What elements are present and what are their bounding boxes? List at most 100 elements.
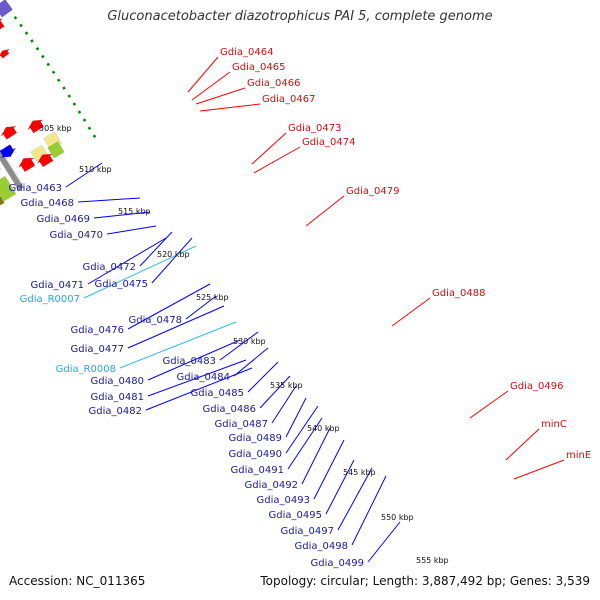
gene-label[interactable]: Gdia_0472 (83, 262, 136, 273)
gene-label[interactable]: Gdia_0484 (177, 372, 230, 383)
gene-label[interactable]: Gdia_0468 (21, 198, 74, 209)
leader-line (337, 467, 373, 531)
leader-line (285, 405, 319, 454)
gene-features (0, 0, 65, 206)
gene-label[interactable]: Gdia_0479 (346, 186, 399, 197)
gene-label[interactable]: Gdia_0471 (31, 280, 84, 291)
leader-line (301, 427, 331, 485)
gene-label[interactable]: Gdia_0464 (220, 47, 273, 58)
gene-label[interactable]: minE (566, 450, 591, 461)
kbp-tick-label: 520 kbp (157, 250, 190, 259)
leader-line (77, 197, 141, 203)
gene-label[interactable]: Gdia_0497 (281, 526, 334, 537)
leader-line (127, 283, 211, 330)
rna-gene-label[interactable]: Gdia_R0008 (56, 364, 116, 375)
gene-feature (0, 126, 18, 140)
kbp-tick-label: 550 kbp (381, 513, 414, 522)
leader-line (106, 225, 157, 235)
gene-label[interactable]: Gdia_0480 (91, 376, 144, 387)
kbp-tick-label: 515 kbp (118, 207, 151, 216)
leader-line (127, 305, 225, 349)
gene-feature (0, 49, 10, 59)
gene-label[interactable]: Gdia_0476 (71, 325, 124, 336)
gene-feature (0, 195, 5, 206)
gene-labels: Gdia_0464Gdia_0465Gdia_0466Gdia_0467Gdia… (9, 47, 592, 569)
gene-label[interactable]: Gdia_0487 (215, 419, 268, 430)
leader-line (271, 385, 297, 424)
gene-label[interactable]: Gdia_0496 (510, 381, 563, 392)
leader-line (285, 397, 307, 438)
leader-line (325, 459, 355, 515)
gene-label[interactable]: Gdia_0490 (229, 449, 282, 460)
kbp-tick-label: 505 kbp (39, 124, 72, 133)
leader-line (145, 367, 253, 411)
leader-line (219, 331, 259, 361)
kbp-tick-label: 535 kbp (270, 381, 303, 390)
gene-label[interactable]: Gdia_0486 (203, 404, 256, 415)
leader-line (185, 295, 217, 320)
gene-label[interactable]: Gdia_0477 (71, 344, 124, 355)
leader-line (119, 321, 237, 369)
gene-label[interactable]: Gdia_0465 (232, 62, 285, 73)
rna-gene-label[interactable]: Gdia_R0007 (20, 294, 80, 305)
gene-feature (0, 175, 17, 202)
gene-feature (36, 153, 54, 168)
label-leader-lines (65, 56, 565, 563)
gene-label[interactable]: Gdia_0466 (247, 78, 300, 89)
genome-backbone (0, 149, 24, 191)
gene-label[interactable]: Gdia_0483 (163, 356, 216, 367)
leader-line (505, 428, 540, 461)
leader-line (259, 375, 291, 409)
topology-text: Topology: circular; Length: 3,887,492 bp… (260, 574, 590, 588)
leader-line (469, 390, 509, 419)
gene-label[interactable]: Gdia_0482 (89, 406, 142, 417)
kbp-tick-label: 555 kbp (416, 556, 449, 565)
gene-label[interactable]: Gdia_0463 (9, 183, 62, 194)
gene-feature (0, 0, 13, 18)
leader-line (147, 339, 241, 381)
leader-line (147, 359, 247, 397)
leader-line (247, 361, 279, 393)
gene-label[interactable]: Gdia_0493 (257, 495, 310, 506)
leader-line (191, 71, 231, 101)
leader-line (305, 195, 345, 227)
leader-line (151, 237, 193, 284)
gene-label[interactable]: Gdia_0467 (262, 94, 315, 105)
gene-label[interactable]: Gdia_0469 (37, 214, 90, 225)
leader-line (83, 245, 197, 299)
leader-line (199, 103, 261, 112)
gene-label[interactable]: Gdia_0478 (129, 315, 182, 326)
gene-feature (0, 144, 16, 158)
leader-line (253, 146, 301, 174)
gene-label[interactable]: Gdia_0491 (231, 465, 284, 476)
gene-feature (27, 119, 45, 134)
gene-label[interactable]: Gdia_0499 (311, 558, 364, 569)
leader-line (233, 347, 269, 377)
gene-label[interactable]: Gdia_0474 (302, 137, 355, 148)
leader-line (139, 231, 173, 267)
leader-line (87, 237, 167, 285)
gene-feature (47, 141, 65, 159)
leader-line (313, 439, 345, 500)
leader-line (391, 297, 431, 327)
gene-label[interactable]: Gdia_0489 (229, 433, 282, 444)
gene-label[interactable]: Gdia_0475 (95, 279, 148, 290)
kbp-tick-label: 530 kbp (233, 337, 266, 346)
leader-line (351, 475, 387, 546)
gene-label[interactable]: Gdia_0488 (432, 288, 485, 299)
leader-line (251, 132, 287, 165)
gene-label[interactable]: Gdia_0481 (91, 392, 144, 403)
gene-label[interactable]: Gdia_0495 (269, 510, 322, 521)
leader-line (187, 56, 219, 93)
gene-feature (17, 157, 36, 173)
gene-label[interactable]: Gdia_0470 (50, 230, 103, 241)
gene-label[interactable]: Gdia_0498 (295, 541, 348, 552)
gene-label[interactable]: Gdia_0492 (245, 480, 298, 491)
gene-label[interactable]: minC (541, 419, 567, 430)
gene-label[interactable]: Gdia_0485 (191, 388, 244, 399)
map-title: Gluconacetobacter diazotrophicus PAI 5, … (107, 9, 493, 24)
gene-label[interactable]: Gdia_0473 (288, 123, 341, 134)
gene-feature (0, 168, 2, 171)
